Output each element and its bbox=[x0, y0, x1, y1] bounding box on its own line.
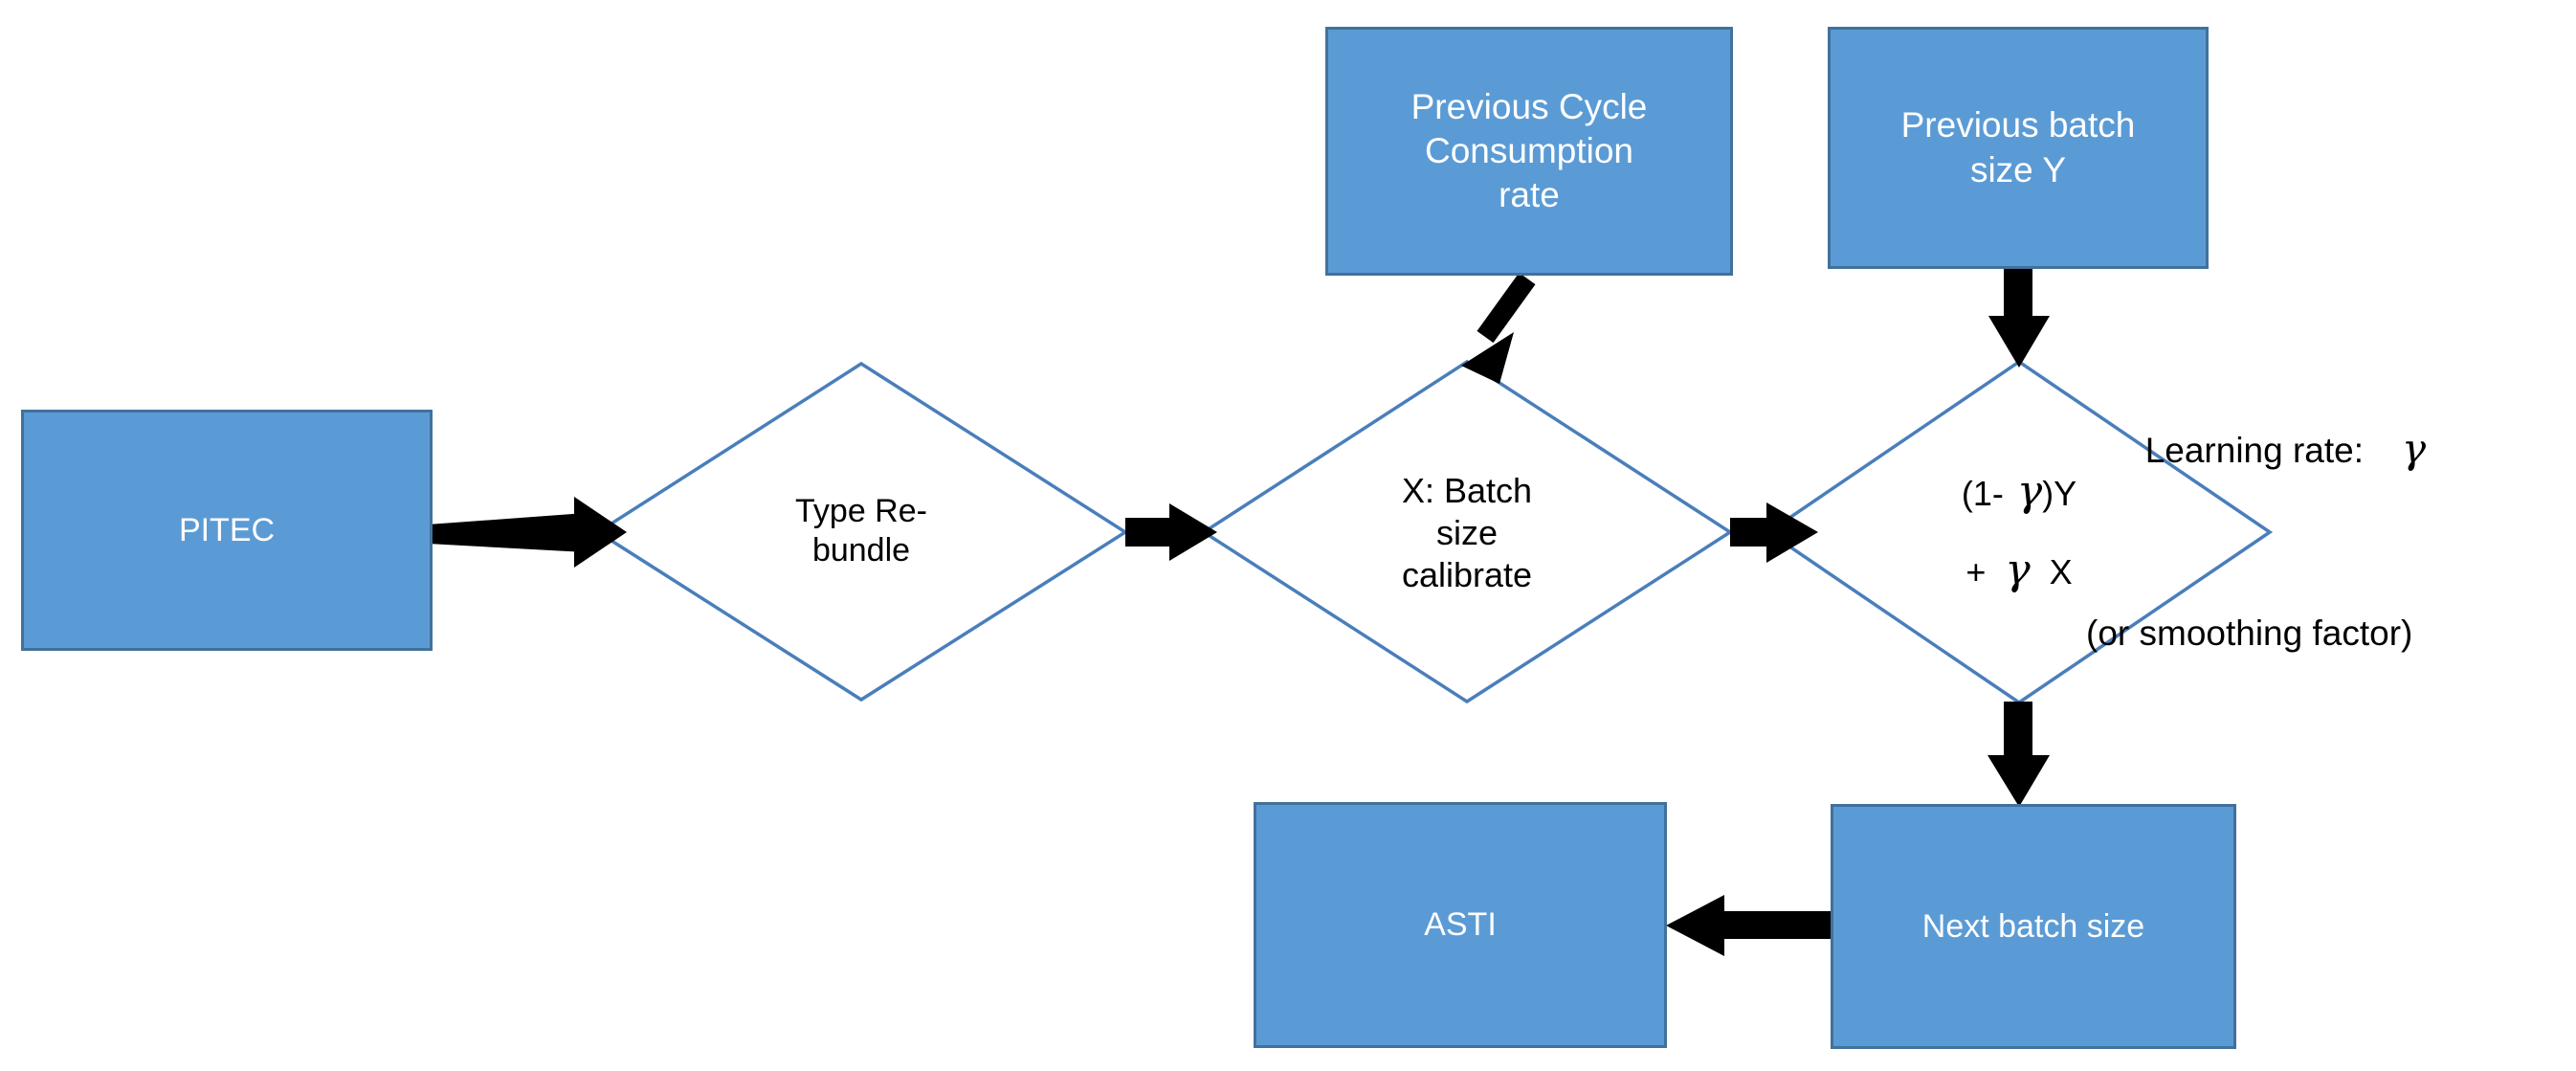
arrow-batch-calibrate-to-smoothing bbox=[1730, 502, 1818, 563]
arrow-prev-batch-size-to-smoothing bbox=[1988, 269, 2050, 368]
node-next-batch-size[interactable]: Next batch size bbox=[1831, 804, 2236, 1049]
arrow-smoothing-to-next-batch-size bbox=[1988, 702, 2050, 807]
arrow-prev-cycle-rate-to-batch-calibrate bbox=[1461, 272, 1536, 384]
node-pitec-label: PITEC bbox=[178, 511, 276, 548]
diamond-type-rebundle-shape[interactable] bbox=[594, 361, 1129, 703]
node-prev-batch-size-label: Previous batch size Y bbox=[1900, 105, 2136, 190]
annotation-learning-rate-line2: (or smoothing factor) bbox=[2086, 613, 2413, 653]
arrow-type-rebundle-to-batch-calibrate bbox=[1125, 503, 1217, 561]
annotation-learning-rate-text: Learning rate: bbox=[2144, 431, 2365, 471]
gamma-symbol-icon-3: γ bbox=[2402, 425, 2427, 473]
node-prev-cycle-rate-label: Previous Cycle Consumption rate bbox=[1410, 86, 1648, 215]
arrow-next-batch-size-to-asti bbox=[1666, 895, 1837, 956]
node-next-batch-size-label: Next batch size bbox=[1921, 907, 2145, 945]
diamond-batch-calibrate-shape[interactable] bbox=[1200, 359, 1734, 704]
annotation-learning-rate: Learning rate: γ (or smoothing factor) bbox=[2086, 287, 2426, 747]
annotation-learning-rate-line1: Learning rate: γ bbox=[2086, 378, 2426, 520]
node-pitec[interactable]: PITEC bbox=[21, 410, 433, 651]
node-prev-batch-size[interactable]: Previous batch size Y bbox=[1828, 27, 2209, 269]
node-asti-label: ASTI bbox=[1424, 906, 1497, 944]
node-prev-cycle-rate[interactable]: Previous Cycle Consumption rate bbox=[1325, 27, 1733, 276]
node-asti[interactable]: ASTI bbox=[1254, 802, 1667, 1048]
arrow-pitec-to-type-rebundle bbox=[428, 497, 627, 568]
